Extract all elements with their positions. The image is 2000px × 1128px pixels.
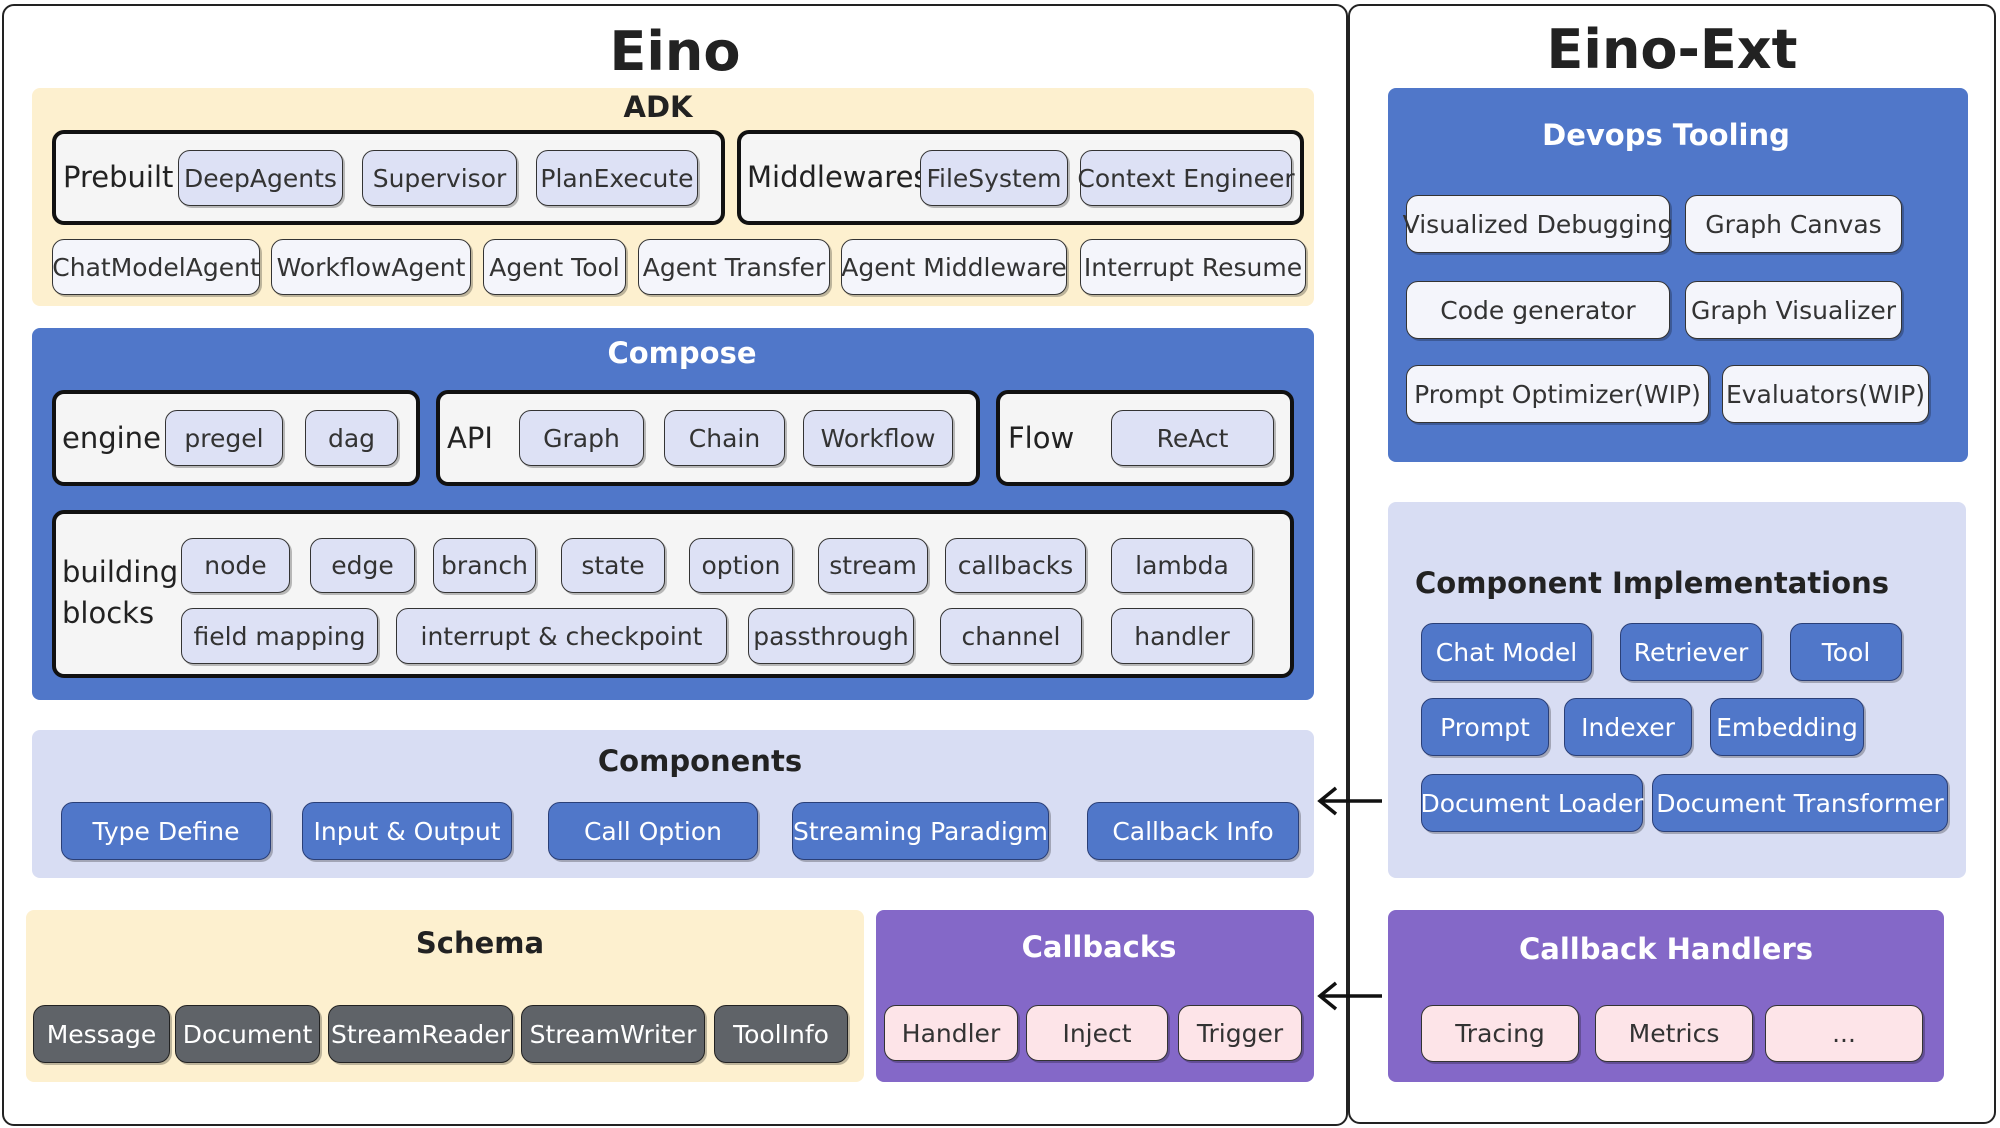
api-label: API xyxy=(447,421,493,455)
adk-item[interactable]: WorkflowAgent xyxy=(271,239,471,295)
schema-item[interactable]: Message xyxy=(33,1005,170,1063)
block-item[interactable]: option xyxy=(689,538,793,593)
block-item[interactable]: stream xyxy=(818,538,928,593)
impl-item[interactable]: Document Loader xyxy=(1420,774,1644,832)
devops-title: Devops Tooling xyxy=(1542,118,1790,152)
adk-item[interactable]: Agent Middleware xyxy=(841,239,1067,295)
eino-title: Eino xyxy=(609,20,741,83)
schema-item[interactable]: StreamReader xyxy=(328,1005,513,1063)
engine-item[interactable]: pregel xyxy=(165,410,283,466)
impl-item[interactable]: Document Transformer xyxy=(1652,774,1948,832)
schema-item[interactable]: StreamWriter xyxy=(521,1005,705,1063)
block-item[interactable]: callbacks xyxy=(945,538,1086,593)
flow-label: Flow xyxy=(1008,421,1075,455)
api-item[interactable]: Chain xyxy=(664,410,785,466)
schema-title: Schema xyxy=(415,926,545,960)
schema-item[interactable]: Document xyxy=(175,1005,320,1063)
devops-item[interactable]: Prompt Optimizer(WIP) xyxy=(1406,365,1709,423)
adk-item[interactable]: Agent Transfer xyxy=(638,239,830,295)
adk-item[interactable]: Interrupt Resume xyxy=(1080,239,1306,295)
prebuilt-label: Prebuilt xyxy=(63,160,174,194)
block-item[interactable]: edge xyxy=(310,538,415,593)
block-item[interactable]: passthrough xyxy=(748,608,914,664)
handler-item[interactable]: Metrics xyxy=(1595,1005,1753,1062)
flow-item[interactable]: ReAct xyxy=(1111,410,1274,466)
eino-ext-title: Eino-Ext xyxy=(1546,18,1798,81)
callbacks-item[interactable]: Inject xyxy=(1026,1005,1168,1061)
building-blocks-label-line2: blocks xyxy=(62,596,155,630)
middleware-item[interactable]: FileSystem xyxy=(920,150,1068,206)
component-item[interactable]: Type Define xyxy=(61,802,271,860)
block-item[interactable]: node xyxy=(181,538,290,593)
component-item[interactable]: Input & Output xyxy=(302,802,512,860)
block-item[interactable]: channel xyxy=(940,608,1082,664)
block-item[interactable]: branch xyxy=(433,538,536,593)
callbacks-title: Callbacks xyxy=(1021,930,1177,964)
adk-item[interactable]: Agent Tool xyxy=(483,239,626,295)
schema-item[interactable]: ToolInfo xyxy=(714,1005,848,1063)
compose-title: Compose xyxy=(607,336,757,370)
building-blocks-label-line1: building xyxy=(62,555,179,589)
block-item[interactable]: handler xyxy=(1111,608,1253,664)
engine-item[interactable]: dag xyxy=(305,410,398,466)
impl-item[interactable]: Prompt xyxy=(1421,698,1549,756)
impl-item[interactable]: Chat Model xyxy=(1421,623,1592,681)
components-title: Components xyxy=(597,744,803,778)
callbacks-item[interactable]: Handler xyxy=(884,1005,1018,1061)
handler-item[interactable]: ... xyxy=(1765,1005,1923,1062)
api-item[interactable]: Workflow xyxy=(803,410,953,466)
arrow-left-icon xyxy=(1317,786,1382,816)
component-item[interactable]: Call Option xyxy=(548,802,758,860)
engine-label: engine xyxy=(62,421,161,455)
impl-item[interactable]: Indexer xyxy=(1564,698,1692,756)
impl-item[interactable]: Embedding xyxy=(1710,698,1864,756)
handler-item[interactable]: Tracing xyxy=(1421,1005,1579,1062)
prebuilt-item[interactable]: PlanExecute xyxy=(536,150,698,206)
block-item[interactable]: lambda xyxy=(1111,538,1253,593)
adk-title: ADK xyxy=(623,90,693,124)
middleware-item[interactable]: Context Engineer xyxy=(1077,150,1295,206)
block-item[interactable]: field mapping xyxy=(181,608,378,664)
impls-title: Component Implementations xyxy=(1415,566,1889,600)
block-item[interactable]: state xyxy=(561,538,665,593)
api-item[interactable]: Graph xyxy=(519,410,644,466)
prebuilt-item[interactable]: DeepAgents xyxy=(178,150,343,206)
block-item[interactable]: interrupt & checkpoint xyxy=(396,608,727,664)
callbacks-item[interactable]: Trigger xyxy=(1178,1005,1302,1061)
devops-item[interactable]: Graph Canvas xyxy=(1685,195,1902,253)
devops-item[interactable]: Code generator xyxy=(1406,281,1670,339)
middlewares-label: Middlewares xyxy=(747,160,929,194)
devops-item[interactable]: Evaluators(WIP) xyxy=(1722,365,1929,423)
impl-item[interactable]: Tool xyxy=(1790,623,1902,681)
prebuilt-item[interactable]: Supervisor xyxy=(362,150,517,206)
impl-item[interactable]: Retriever xyxy=(1620,623,1762,681)
component-item[interactable]: Streaming Paradigm xyxy=(792,802,1049,860)
adk-item[interactable]: ChatModelAgent xyxy=(52,239,260,295)
handlers-title: Callback Handlers xyxy=(1518,932,1814,966)
devops-item[interactable]: Graph Visualizer xyxy=(1685,281,1902,339)
arrow-left-icon xyxy=(1317,981,1382,1011)
devops-item[interactable]: Visualized Debugging xyxy=(1403,195,1673,253)
component-item[interactable]: Callback Info xyxy=(1087,802,1299,860)
